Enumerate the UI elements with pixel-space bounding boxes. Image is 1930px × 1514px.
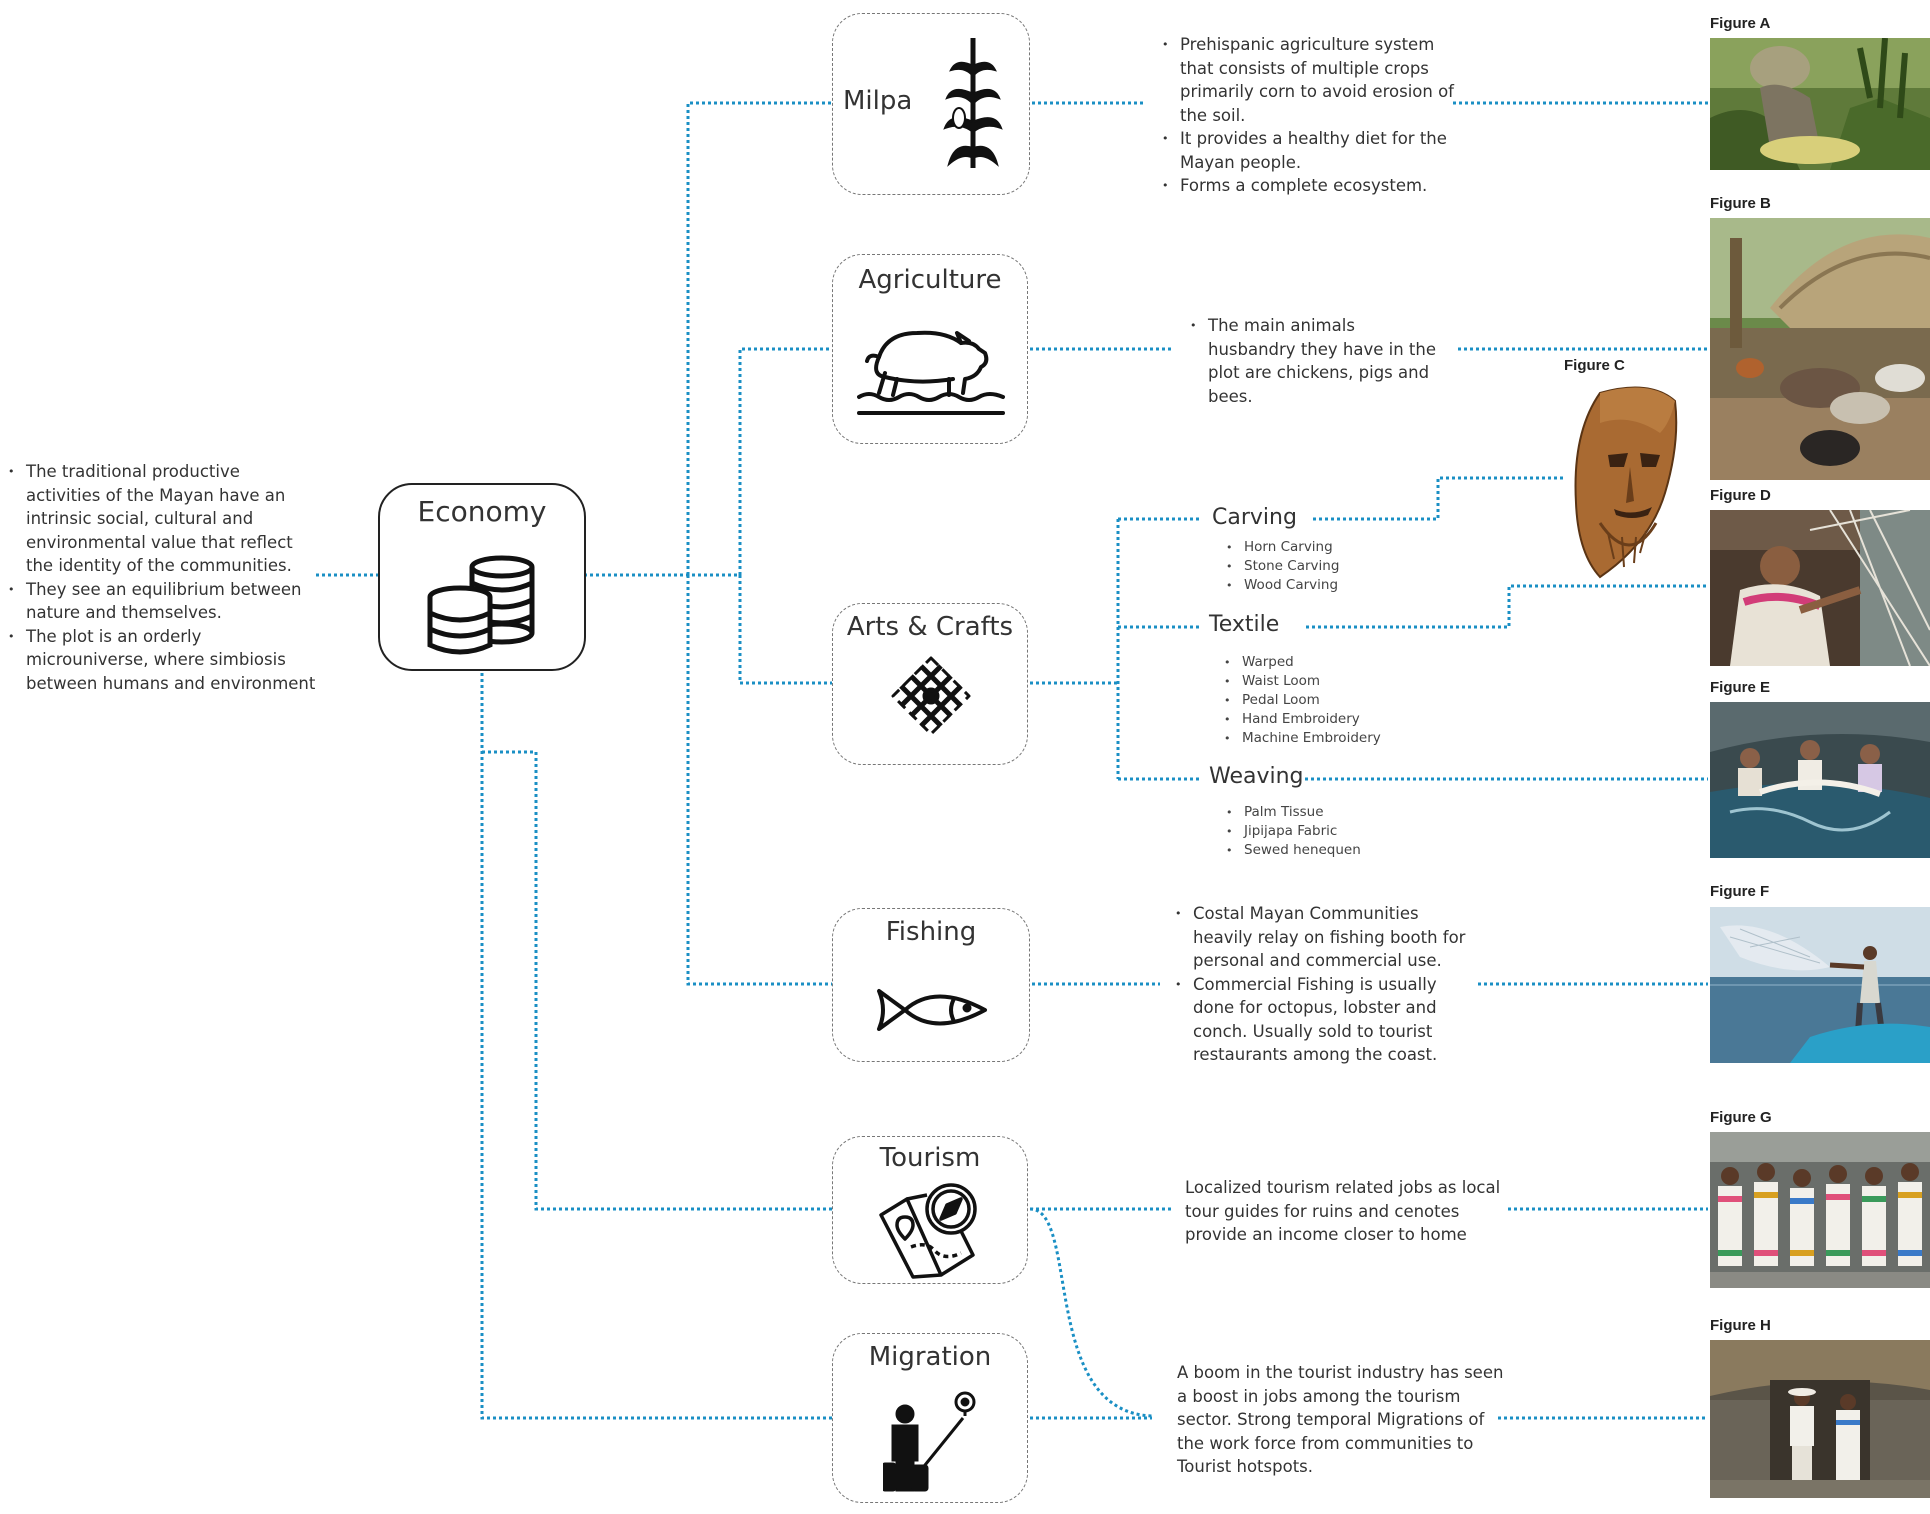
fish-icon: [877, 989, 987, 1031]
agriculture-node: Agriculture: [832, 254, 1028, 444]
intro-bullet: They see an equilibrium between nature a…: [8, 578, 318, 625]
connector-crafts-branch: [1116, 517, 1202, 781]
arts-crafts-node: Arts & Crafts: [832, 603, 1028, 765]
coins-stack-icon: [427, 555, 535, 655]
fishing-title: Fishing: [885, 917, 977, 947]
traveler-location-icon: [883, 1391, 976, 1492]
intro-bullet: The plot is an orderly microuniverse, wh…: [8, 625, 318, 696]
figure-e-photo: [1710, 702, 1930, 858]
agriculture-description: The main animals husbandry they have in …: [1190, 314, 1440, 408]
textile-title: Textile: [1209, 612, 1280, 637]
figure-c-photo: [1574, 386, 1678, 579]
figure-a-photo: [1710, 38, 1930, 170]
figure-h-label: Figure H: [1710, 1317, 1771, 1334]
tourism-node: Tourism: [832, 1136, 1028, 1284]
fishing-node: Fishing: [832, 908, 1030, 1062]
connector-trunk-outer: [686, 101, 832, 986]
migration-description: A boom in the tourist industry has seen …: [1177, 1363, 1504, 1476]
fishing-bullet: Commercial Fishing is usually done for o…: [1175, 973, 1475, 1067]
fishing-description: Costal Mayan Communities heavily relay o…: [1175, 902, 1475, 1067]
economy-node: Economy: [378, 483, 586, 671]
figure-f-label: Figure F: [1710, 883, 1770, 900]
milpa-bullet: It provides a healthy diet for the Mayan…: [1162, 127, 1462, 174]
connector-textile-fig: [1306, 584, 1708, 629]
corn-plant-icon: [943, 38, 1003, 168]
agriculture-bullet: The main animals husbandry they have in …: [1190, 314, 1440, 408]
textile-item: Hand Embroidery: [1224, 710, 1414, 729]
textile-item: Waist Loom: [1224, 672, 1414, 691]
agriculture-title: Agriculture: [858, 265, 1002, 295]
carving-item: Stone Carving: [1226, 557, 1386, 576]
figure-b-photo: [1710, 218, 1930, 480]
milpa-node: Milpa: [832, 13, 1030, 195]
weaving-item: Jipijapa Fabric: [1226, 822, 1406, 841]
intro-text: The traditional productive activities of…: [8, 460, 318, 695]
figure-g-label: Figure G: [1710, 1109, 1772, 1126]
figure-f-photo: [1710, 907, 1930, 1063]
map-compass-icon: [879, 1183, 977, 1279]
pig-icon: [857, 330, 1005, 415]
connector-economy-tourism: [480, 667, 832, 1420]
milpa-bullet: Prehispanic agriculture system that cons…: [1162, 33, 1462, 127]
tourism-description: Localized tourism related jobs as local …: [1185, 1178, 1501, 1244]
milpa-title: Milpa: [843, 86, 913, 116]
celtic-knot-icon: [891, 656, 971, 736]
arts-crafts-title: Arts & Crafts: [846, 612, 1014, 642]
migration-title: Migration: [868, 1342, 992, 1372]
figure-d-label: Figure D: [1710, 487, 1771, 504]
carving-title: Carving: [1212, 505, 1297, 530]
carving-item: Horn Carving: [1226, 538, 1386, 557]
migration-node: Migration: [832, 1333, 1028, 1503]
milpa-bullet: Forms a complete ecosystem.: [1162, 174, 1462, 198]
carving-items: Horn Carving Stone Carving Wood Carving: [1226, 538, 1386, 595]
weaving-item: Sewed henequen: [1226, 841, 1406, 860]
weaving-title: Weaving: [1209, 764, 1304, 789]
textile-item: Warped: [1224, 653, 1414, 672]
textile-item: Machine Embroidery: [1224, 729, 1414, 748]
figure-h-photo: [1710, 1340, 1930, 1498]
economy-title: Economy: [417, 495, 547, 528]
tourism-title: Tourism: [879, 1143, 981, 1173]
connector-trunk-inner: [738, 347, 832, 685]
figure-b-label: Figure B: [1710, 195, 1771, 212]
weaving-items: Palm Tissue Jipijapa Fabric Sewed henequ…: [1226, 803, 1406, 860]
weaving-item: Palm Tissue: [1226, 803, 1406, 822]
figure-a-label: Figure A: [1710, 15, 1771, 32]
textile-item: Pedal Loom: [1224, 691, 1414, 710]
connector-carving-fig: [1313, 476, 1565, 521]
connector-tourism-migration: [1029, 1207, 1153, 1418]
intro-bullet: The traditional productive activities of…: [8, 460, 318, 578]
figure-e-label: Figure E: [1710, 679, 1771, 696]
carving-item: Wood Carving: [1226, 576, 1386, 595]
fishing-bullet: Costal Mayan Communities heavily relay o…: [1175, 902, 1475, 973]
figure-g-photo: [1710, 1132, 1930, 1288]
textile-items: Warped Waist Loom Pedal Loom Hand Embroi…: [1224, 653, 1414, 748]
milpa-description: Prehispanic agriculture system that cons…: [1162, 33, 1462, 198]
figure-d-photo: [1710, 510, 1930, 666]
figure-c-label: Figure C: [1564, 357, 1625, 374]
